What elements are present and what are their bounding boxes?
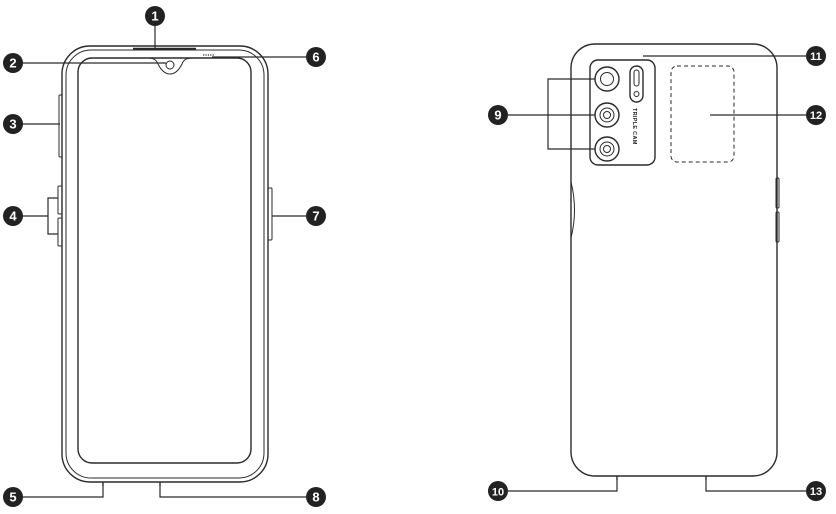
callout-6-label: 6 — [312, 50, 319, 65]
callout-7: 7 — [306, 206, 326, 226]
camera-lens-bottom-core — [603, 145, 611, 153]
power-button — [267, 187, 273, 241]
callout-11: 11 — [806, 46, 826, 66]
camera-module — [589, 59, 656, 166]
callout-3: 3 — [3, 114, 23, 134]
volume-up-button — [57, 185, 63, 215]
leader-5 — [22, 486, 104, 498]
phone-front — [57, 45, 273, 486]
callout-3-label: 3 — [9, 117, 16, 132]
flash-led-inner — [633, 69, 640, 87]
camera-lens-middle-outer — [594, 102, 620, 128]
camera-lens-bottom-inner — [599, 141, 615, 157]
camera-lens-top-outer — [594, 66, 620, 92]
leader-10 — [508, 480, 618, 492]
flash-sensor — [633, 91, 640, 97]
callout-10-label: 10 — [492, 487, 504, 499]
callout-13-label: 13 — [810, 486, 822, 498]
callout-13: 13 — [806, 481, 826, 501]
leader-13 — [705, 480, 806, 492]
callout-4-label: 4 — [9, 209, 17, 224]
back-side-button-lower — [775, 211, 780, 243]
callout-8: 8 — [306, 487, 326, 507]
camera-lens-bottom-outer — [594, 136, 620, 162]
callout-12-label: 12 — [810, 110, 822, 122]
callout-9-label: 9 — [494, 108, 501, 123]
phone-back: TRIPLE CAM — [570, 43, 780, 480]
callout-1: 1 — [145, 6, 165, 26]
callout-4: 4 — [3, 206, 23, 226]
front-outer-frame — [61, 45, 269, 483]
nfc-area — [670, 65, 735, 163]
back-side-curve — [570, 181, 575, 239]
callout-6: 6 — [306, 47, 326, 67]
front-screen — [77, 57, 252, 464]
volume-down-button — [57, 217, 63, 247]
leader-8 — [159, 486, 306, 498]
front-inner-frame — [65, 49, 265, 479]
callout-10: 10 — [488, 481, 508, 501]
callout-11-label: 11 — [810, 51, 822, 63]
front-camera-lens — [165, 60, 175, 70]
leader-9 — [547, 78, 595, 150]
display-notch — [147, 57, 193, 75]
callout-2: 2 — [3, 53, 23, 73]
leader-4 — [47, 197, 58, 235]
flash-led — [629, 65, 644, 103]
callout-12: 12 — [806, 105, 826, 125]
callout-8-label: 8 — [312, 490, 319, 505]
camera-lens-top-inner — [600, 72, 614, 86]
callout-7-label: 7 — [312, 209, 319, 224]
callout-9: 9 — [488, 105, 508, 125]
callout-5: 5 — [3, 487, 23, 507]
callout-1-label: 1 — [151, 9, 158, 24]
back-outer-frame — [570, 43, 778, 477]
back-leaders — [508, 55, 806, 492]
callout-5-label: 5 — [9, 490, 16, 505]
callout-2-label: 2 — [9, 56, 16, 71]
camera-module-text: TRIPLE CAM — [631, 108, 637, 145]
camera-lens-middle-inner — [599, 107, 615, 123]
front-leaders — [22, 26, 306, 498]
camera-lens-middle-core — [603, 111, 611, 119]
back-side-button-upper — [775, 177, 780, 209]
sim-card-tray — [58, 94, 63, 158]
